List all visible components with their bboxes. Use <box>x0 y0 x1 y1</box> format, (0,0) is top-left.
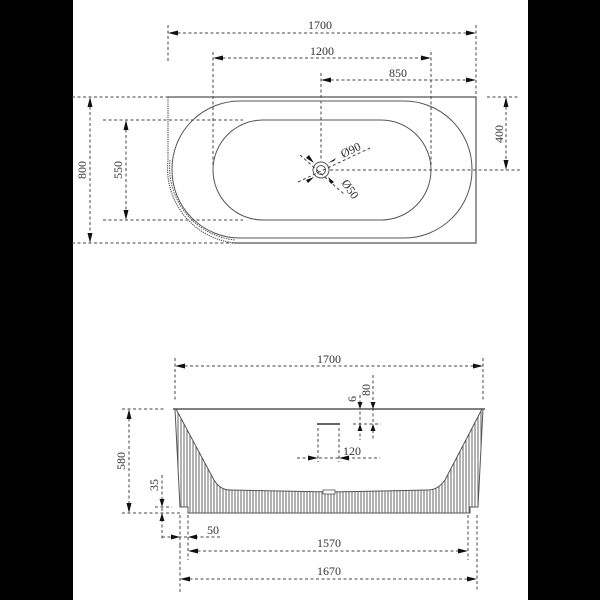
label-1670: 1670 <box>317 564 341 578</box>
label-400: 400 <box>492 125 506 143</box>
label-580: 580 <box>114 452 128 470</box>
dim-basin-width: 550 <box>103 119 243 221</box>
label-overflow-diameter: Ø90 <box>338 139 363 160</box>
label-120: 120 <box>343 444 361 458</box>
label-drain-diameter: Ø50 <box>339 177 362 202</box>
label-6: 6 <box>345 396 359 402</box>
label-50: 50 <box>207 523 219 537</box>
label-1200: 1200 <box>310 44 334 58</box>
dim-top-overall-length: 1700 <box>167 18 477 97</box>
label-35: 35 <box>147 479 161 491</box>
label-1700: 1700 <box>308 18 332 32</box>
dim-drain-offset: 850 <box>320 66 476 160</box>
dim-base-length: 1570 <box>188 515 469 560</box>
tub-outline-side <box>173 408 485 514</box>
label-850: 850 <box>389 66 407 80</box>
dim-overall-height: 580 <box>114 408 180 514</box>
dim-plinth-height: 35 <box>147 475 172 540</box>
label-80: 80 <box>359 384 373 396</box>
dim-footprint-length: 1670 <box>179 515 478 592</box>
label-side-1700: 1700 <box>317 352 341 366</box>
dim-plinth-inset: 50 <box>162 515 222 560</box>
overflow-symbol: 120 6 80 <box>297 375 381 462</box>
dim-basin-length: 1200 <box>212 44 432 165</box>
label-550: 550 <box>111 161 125 179</box>
dim-side-overall-length: 1700 <box>174 352 484 402</box>
dim-drain-from-back: 400 <box>330 96 520 171</box>
dim-overall-width: 800 <box>72 96 235 244</box>
top-view: 1700 1200 850 <box>72 18 520 244</box>
label-1570: 1570 <box>317 536 341 550</box>
label-800: 800 <box>75 161 89 179</box>
side-view: 1700 120 6 80 <box>114 352 485 592</box>
